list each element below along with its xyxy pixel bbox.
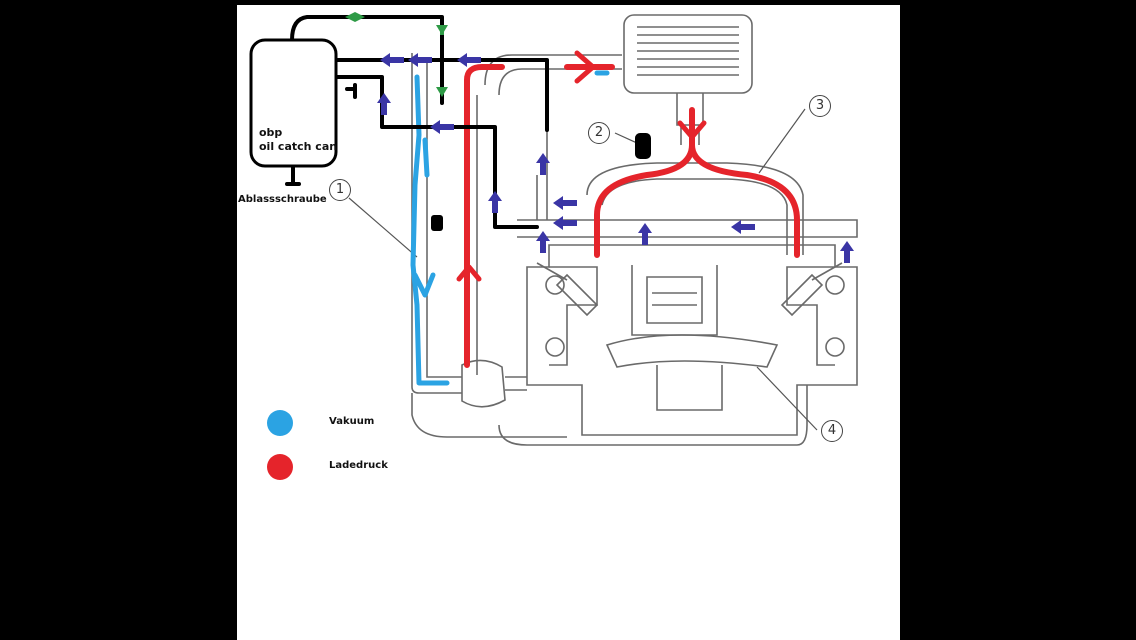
callout-1: 1 bbox=[329, 179, 351, 201]
legend-swatch-vacuum bbox=[267, 410, 293, 436]
flow-arrows bbox=[377, 53, 854, 263]
callout-3: 3 bbox=[809, 95, 831, 117]
oil-catch-can bbox=[249, 38, 338, 168]
pressure-sensor bbox=[635, 133, 651, 159]
catch-can-label-line1: obp bbox=[259, 126, 283, 139]
drain-screw-label: Ablassschraube bbox=[238, 194, 327, 205]
diagram-canvas: obp oil catch can Ablassschraube 1 2 3 4… bbox=[237, 5, 900, 640]
callout-2: 2 bbox=[588, 122, 610, 144]
return-arrows bbox=[345, 12, 448, 97]
legend-label-boost: Ladedruck bbox=[329, 460, 388, 471]
pcv-diagram bbox=[249, 12, 858, 446]
engine-outline bbox=[411, 14, 858, 446]
vacuum-path bbox=[410, 70, 610, 386]
catch-can-label-line2: oil catch can bbox=[259, 140, 338, 153]
legend-label-vacuum: Vakuum bbox=[329, 416, 375, 427]
boost-arrows bbox=[456, 50, 707, 282]
legend-swatch-boost bbox=[267, 454, 293, 480]
callout-4: 4 bbox=[821, 420, 843, 442]
plug bbox=[431, 215, 443, 231]
boost-path bbox=[464, 64, 800, 368]
callout-leaders bbox=[348, 108, 818, 431]
